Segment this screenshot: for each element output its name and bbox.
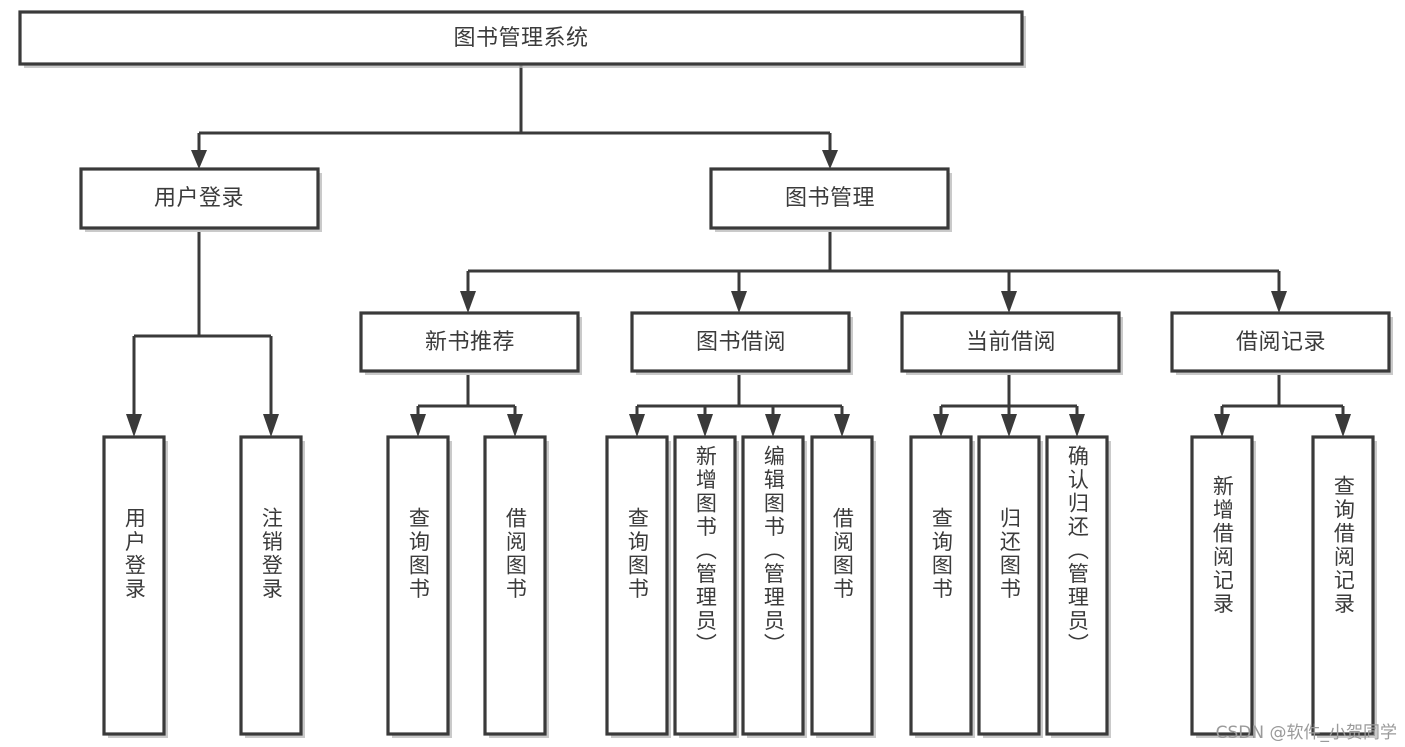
node-book-borrow-label: 图书借阅 (696, 330, 786, 355)
arrow-to-leaf-query-book-2 (629, 414, 645, 437)
arrow-to-leaf-user-login (126, 414, 142, 437)
arrow-to-leaf-borrow-book-2 (834, 414, 850, 437)
node-borrow-record-label: 借阅记录 (1236, 330, 1326, 355)
node-user-login[interactable]: 用户登录 (79, 167, 322, 232)
node-borrow-record-box[interactable] (1170, 311, 1391, 373)
arrow-to-leaf-add-book (697, 414, 713, 437)
leaf-logout-login-box[interactable] (239, 435, 303, 736)
leaf-query-book-1-box[interactable] (386, 435, 450, 736)
leaf-confirm-return-box[interactable] (1045, 435, 1109, 736)
node-new-book-recommend-box[interactable] (359, 311, 580, 373)
leaf-box-layer (102, 435, 1377, 738)
arrow-to-leaf-add-record (1214, 414, 1230, 437)
node-book-borrow-box[interactable] (630, 311, 851, 373)
leaf-query-record-box[interactable] (1311, 435, 1375, 736)
node-book-borrow[interactable]: 图书借阅 (630, 311, 853, 375)
leaf-query-book-3-box[interactable] (909, 435, 973, 736)
arrow-to-book-borrow (731, 291, 747, 313)
node-root-box[interactable] (18, 10, 1024, 66)
leaf-user-login-box[interactable] (102, 435, 166, 736)
leaf-return-book-box[interactable] (977, 435, 1041, 736)
leaf-borrow-book-1-box[interactable] (483, 435, 547, 736)
arrow-to-leaf-logout-login (263, 414, 279, 437)
arrow-to-leaf-confirm-return (1069, 414, 1085, 437)
node-new-book-recommend[interactable]: 新书推荐 (359, 311, 582, 375)
connector-layer (126, 65, 1351, 437)
leaf-query-book-2-box[interactable] (605, 435, 669, 736)
node-root[interactable]: 图书管理系统 (18, 10, 1026, 68)
node-current-borrow[interactable]: 当前借阅 (900, 311, 1123, 375)
leaf-borrow-book-2-box[interactable] (810, 435, 874, 736)
arrow-to-leaf-return-book (1001, 414, 1017, 437)
node-current-borrow-label: 当前借阅 (966, 330, 1056, 355)
arrow-to-borrow-record (1271, 291, 1287, 313)
node-user-login-label: 用户登录 (154, 186, 244, 211)
node-user-login-box[interactable] (79, 167, 320, 230)
node-borrow-record[interactable]: 借阅记录 (1170, 311, 1393, 375)
arrow-to-new-book-recommend (460, 291, 476, 313)
node-new-book-recommend-label: 新书推荐 (425, 330, 515, 355)
arrow-to-leaf-edit-book (765, 414, 781, 437)
arrow-to-current-borrow (1001, 291, 1017, 313)
arrow-to-leaf-query-record (1335, 414, 1351, 437)
leaf-add-book-box[interactable] (673, 435, 737, 736)
arrow-to-leaf-query-book-1 (410, 414, 426, 437)
node-root-label: 图书管理系统 (453, 26, 588, 51)
leaf-add-record-box[interactable] (1190, 435, 1254, 736)
node-book-management[interactable]: 图书管理 (709, 167, 952, 232)
leaf-edit-book-box[interactable] (741, 435, 805, 736)
node-book-management-box[interactable] (709, 167, 950, 230)
node-book-management-label: 图书管理 (785, 186, 875, 211)
arrow-to-leaf-query-book-3 (933, 414, 949, 437)
arrow-to-leaf-borrow-book-1 (507, 414, 523, 437)
arrow-to-user-login (191, 150, 207, 169)
arrow-to-book-management (822, 150, 838, 169)
node-current-borrow-box[interactable] (900, 311, 1121, 373)
